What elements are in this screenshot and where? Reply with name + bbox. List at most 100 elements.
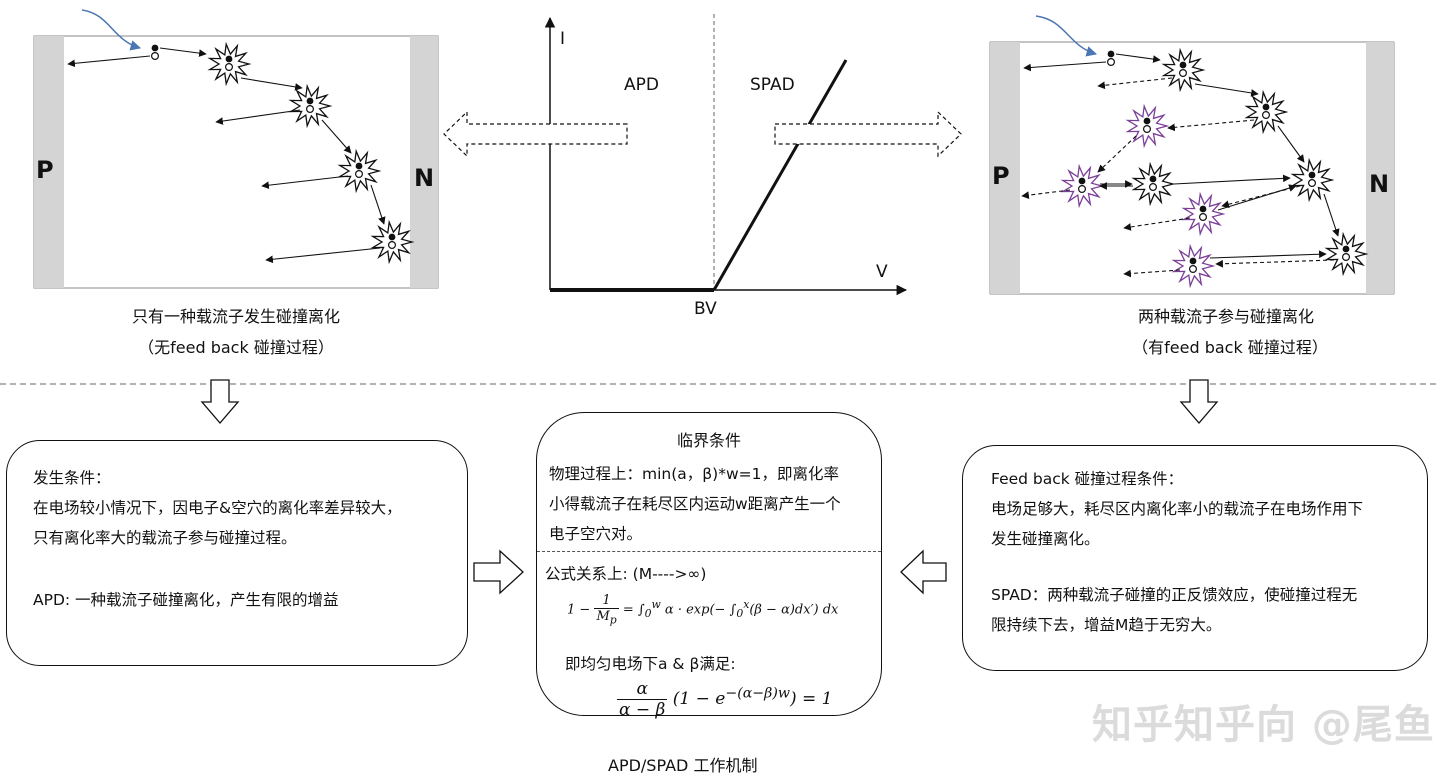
left-incident-photon-arrow bbox=[81, 9, 142, 51]
apd-box-line-4: APD: 一种载流子碰撞离化，产生有限的增益 bbox=[33, 591, 339, 609]
electron-dot bbox=[1107, 50, 1115, 58]
spad-box-line-5: 限持续下去，增益M趋于无穷大。 bbox=[991, 616, 1222, 634]
arrow-to-right-panel bbox=[774, 110, 962, 158]
critical-line-1: 物理过程上：min(a，β)*w=1，即离化率 bbox=[549, 465, 839, 483]
feedback-hole-arrow bbox=[1097, 77, 1173, 90]
hole-drift-arrow bbox=[265, 247, 381, 264]
hole-dot bbox=[388, 241, 397, 250]
iv-characteristic-graph: I V APD SPAD BV bbox=[544, 14, 908, 319]
electron-dot bbox=[1143, 117, 1151, 125]
apd-box-line-3: 只有离化率大的载流子参与碰撞过程。 bbox=[33, 529, 297, 547]
feedback-hole-arrow bbox=[1021, 189, 1071, 199]
electron-dot bbox=[1149, 175, 1157, 183]
electron-drift-arrow bbox=[1217, 184, 1297, 211]
electron-dot bbox=[388, 233, 396, 241]
hole-dot bbox=[1178, 68, 1187, 77]
electron-dot bbox=[1342, 245, 1350, 253]
electron-drift-arrow bbox=[1194, 83, 1259, 97]
feedback-hole-arrow bbox=[1215, 259, 1335, 268]
electron-drift-arrow bbox=[1209, 250, 1327, 259]
apd-condition-box: 发生条件： 在电场较小情况下，因电子&空穴的离化率差异较大， 只有离化率大的载流… bbox=[6, 440, 468, 666]
left-impact-cascade bbox=[67, 41, 415, 265]
spad-box-line-2: 电场足够大，耗尽区内离化率小的载流子在电场作用下 bbox=[991, 500, 1364, 518]
feedback-hole-arrow bbox=[1123, 269, 1181, 278]
electron-dot bbox=[151, 44, 159, 52]
electron-dot bbox=[1179, 61, 1187, 69]
feedback-hole-arrow bbox=[1097, 135, 1137, 173]
hole-dot bbox=[225, 62, 234, 71]
left-n-region bbox=[410, 36, 438, 288]
critical-line-2: 小得载流子在耗尽区内运动w距离产生一个 bbox=[549, 495, 841, 513]
hole-drift-arrow bbox=[1023, 61, 1107, 72]
right-panel-caption-1: 两种载流子参与碰撞离化 bbox=[1138, 307, 1314, 326]
figure-title: APD/SPAD 工作机制 bbox=[608, 756, 758, 775]
electron-dot bbox=[355, 162, 363, 170]
hole-dot bbox=[1341, 253, 1350, 262]
right-panel-caption-2: （有feed back 碰撞过程） bbox=[1132, 338, 1328, 357]
critical-line-4: 公式关系上: (M---->∞) bbox=[545, 565, 707, 583]
electron-drift-arrow bbox=[321, 119, 352, 154]
left-panel-caption-1: 只有一种载流子发生碰撞离化 bbox=[132, 307, 340, 326]
hole-drift-arrow bbox=[215, 109, 301, 125]
hole-dot bbox=[1261, 110, 1270, 119]
right-n-label: N bbox=[1369, 170, 1389, 198]
watermark: 知乎知乎向 @尾鱼 bbox=[1092, 702, 1435, 748]
hole-dot bbox=[1188, 265, 1197, 274]
hole-dot bbox=[1148, 183, 1157, 192]
apd-box-line-1: 发生条件： bbox=[33, 469, 111, 487]
hole-dot bbox=[355, 170, 364, 179]
arrow-right-box-to-center bbox=[900, 549, 947, 595]
electron-dot bbox=[1078, 177, 1086, 185]
hole-drift-arrow bbox=[67, 55, 151, 68]
apd-box-line-2: 在电场较小情况下，因电子&空穴的离化率差异较大， bbox=[33, 499, 402, 517]
right-junction-panel: P N bbox=[989, 15, 1395, 295]
hole-dot bbox=[1077, 185, 1086, 194]
iv-y-label: I bbox=[560, 29, 565, 49]
left-panel-caption-2: （无feed back 碰撞过程） bbox=[138, 338, 334, 357]
critical-condition-box: 临界条件 物理过程上：min(a，β)*w=1，即离化率 小得载流子在耗尽区内运… bbox=[536, 412, 882, 720]
spad-box-line-4: SPAD：两种载流子碰撞的正反馈效应，使碰撞过程无 bbox=[991, 586, 1358, 604]
hole-dot bbox=[1106, 57, 1115, 66]
electron-dot bbox=[225, 55, 233, 63]
electron-drift-arrow bbox=[1115, 53, 1161, 63]
right-incident-photon-arrow bbox=[1035, 15, 1098, 57]
arrow-left-box-to-center bbox=[473, 549, 524, 595]
hole-dot bbox=[151, 51, 160, 60]
apd-region-label: APD bbox=[624, 75, 659, 95]
electron-dot bbox=[1308, 171, 1316, 179]
electron-drift-arrow bbox=[1173, 174, 1291, 185]
iv-x-label: V bbox=[876, 262, 888, 282]
hole-dot bbox=[1142, 124, 1151, 133]
right-n-region bbox=[1366, 42, 1394, 294]
left-n-label: N bbox=[414, 164, 434, 192]
down-arrow-left bbox=[200, 379, 240, 424]
electron-dot bbox=[1199, 205, 1207, 213]
iv-curve-rise bbox=[712, 59, 848, 291]
right-p-region bbox=[990, 42, 1020, 294]
spad-region-label: SPAD bbox=[750, 75, 795, 95]
breakdown-voltage-label: BV bbox=[694, 299, 717, 319]
left-p-label: P bbox=[36, 156, 54, 184]
electron-dot bbox=[1262, 103, 1270, 111]
electron-drift-arrow bbox=[1277, 125, 1305, 163]
right-impact-cascade bbox=[1021, 47, 1369, 289]
spad-box-line-1: Feed back 碰撞过程条件： bbox=[991, 470, 1184, 488]
arrow-to-left-panel bbox=[443, 110, 628, 158]
down-arrow-right bbox=[1179, 379, 1219, 424]
spad-condition-box: Feed back 碰撞过程条件： 电场足够大，耗尽区内离化率小的载流子在电场作… bbox=[962, 445, 1428, 671]
electron-drift-arrow bbox=[1323, 193, 1340, 237]
hole-dot bbox=[1198, 213, 1207, 222]
electron-dot bbox=[306, 97, 314, 105]
feedback-hole-arrow bbox=[1167, 119, 1255, 132]
critical-line-3: 电子空穴对。 bbox=[549, 525, 643, 543]
electron-drift-arrow bbox=[159, 47, 207, 57]
electron-drift-arrow bbox=[370, 184, 386, 225]
hole-dot bbox=[1307, 179, 1316, 188]
electron-drift-arrow bbox=[240, 77, 303, 91]
critical-box-divider bbox=[537, 551, 881, 552]
left-junction-panel: P N bbox=[33, 9, 439, 289]
spad-box-line-3: 发生碰撞离化。 bbox=[991, 530, 1100, 548]
